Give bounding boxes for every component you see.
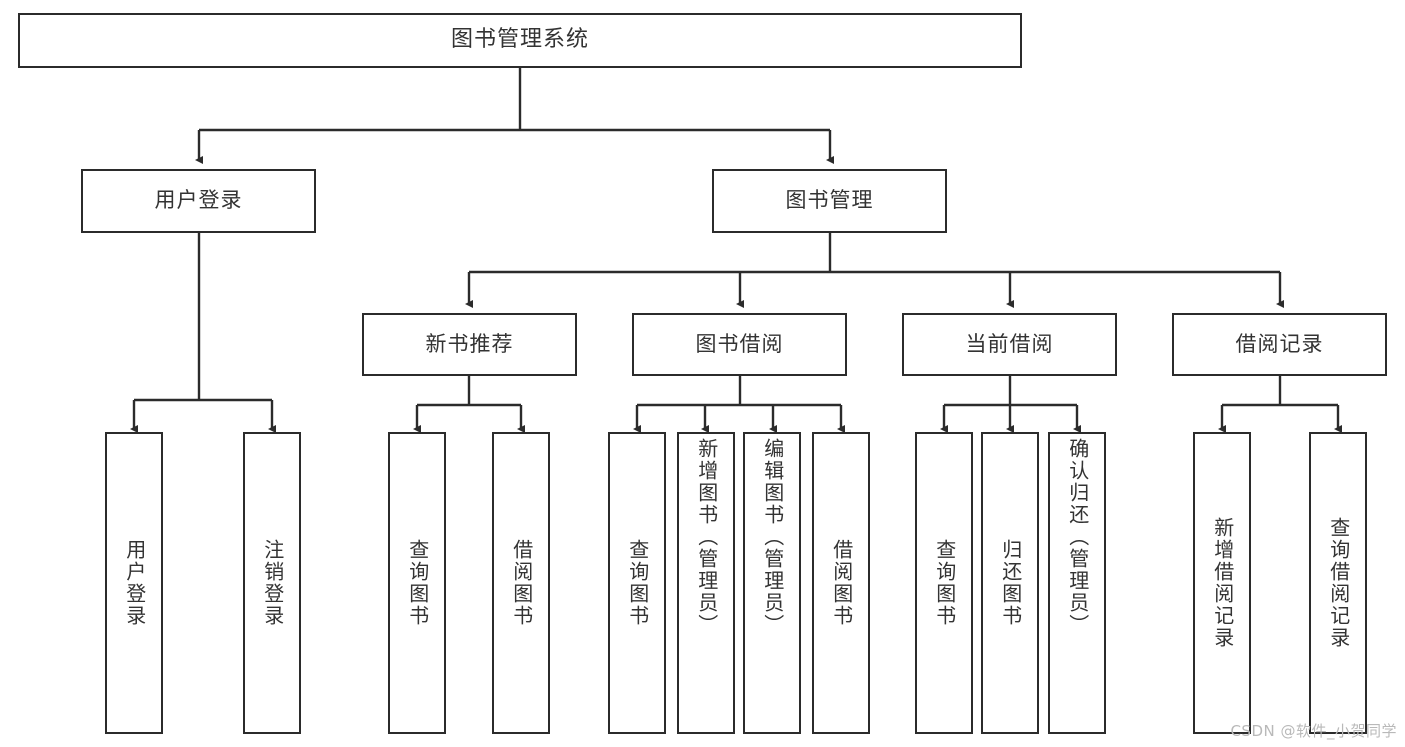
leaf-logout-label: 注销登录 [260, 539, 285, 627]
node-book-borrow[interactable]: 图书借阅 [632, 313, 847, 376]
leaf-add-borrow-record[interactable]: 新增借阅记录 [1193, 432, 1251, 734]
csdn-watermark: CSDN @软件_小贺同学 [1230, 722, 1397, 740]
node-current-borrow-label: 当前借阅 [965, 331, 1054, 356]
node-new-book-recommend-label: 新书推荐 [425, 331, 514, 356]
leaf-query-borrow-record-label: 查询借阅记录 [1326, 517, 1351, 649]
leaf-current-query-book-label: 查询图书 [932, 539, 957, 627]
node-root-label: 图书管理系统 [450, 27, 589, 53]
node-book-management-label: 图书管理 [785, 188, 874, 213]
node-borrow-record[interactable]: 借阅记录 [1172, 313, 1387, 376]
leaf-return-book[interactable]: 归还图书 [981, 432, 1039, 734]
node-book-borrow-label: 图书借阅 [695, 331, 784, 356]
leaf-new-book-borrow[interactable]: 借阅图书 [492, 432, 550, 734]
leaf-add-borrow-record-label: 新增借阅记录 [1210, 517, 1235, 649]
leaf-edit-book-admin[interactable]: 编辑图书（管理员） [743, 432, 801, 734]
node-root-system[interactable]: 图书管理系统 [18, 13, 1022, 68]
leaf-new-book-query[interactable]: 查询图书 [388, 432, 446, 734]
leaf-borrow-query-book-label: 查询图书 [625, 539, 650, 627]
node-current-borrow[interactable]: 当前借阅 [902, 313, 1117, 376]
leaf-add-book-admin-label: 新增图书（管理员） [694, 438, 719, 636]
leaf-current-query-book[interactable]: 查询图书 [915, 432, 973, 734]
leaf-query-borrow-record[interactable]: 查询借阅记录 [1309, 432, 1367, 734]
node-book-management[interactable]: 图书管理 [712, 169, 947, 233]
leaf-confirm-return-admin[interactable]: 确认归还（管理员） [1048, 432, 1106, 734]
leaf-edit-book-admin-label: 编辑图书（管理员） [760, 438, 785, 636]
node-borrow-record-label: 借阅记录 [1235, 331, 1324, 356]
leaf-new-book-query-label: 查询图书 [405, 539, 430, 627]
leaf-user-login-label: 用户登录 [122, 539, 147, 627]
leaf-user-login[interactable]: 用户登录 [105, 432, 163, 734]
node-user-login[interactable]: 用户登录 [81, 169, 316, 233]
leaf-return-book-label: 归还图书 [998, 539, 1023, 627]
leaf-borrow-query-book[interactable]: 查询图书 [608, 432, 666, 734]
leaf-borrow-book[interactable]: 借阅图书 [812, 432, 870, 734]
leaf-logout[interactable]: 注销登录 [243, 432, 301, 734]
leaf-add-book-admin[interactable]: 新增图书（管理员） [677, 432, 735, 734]
node-user-login-label: 用户登录 [154, 188, 243, 213]
leaf-borrow-book-label: 借阅图书 [829, 539, 854, 627]
leaf-confirm-return-admin-label: 确认归还（管理员） [1065, 438, 1090, 636]
node-new-book-recommend[interactable]: 新书推荐 [362, 313, 577, 376]
leaf-new-book-borrow-label: 借阅图书 [509, 539, 534, 627]
